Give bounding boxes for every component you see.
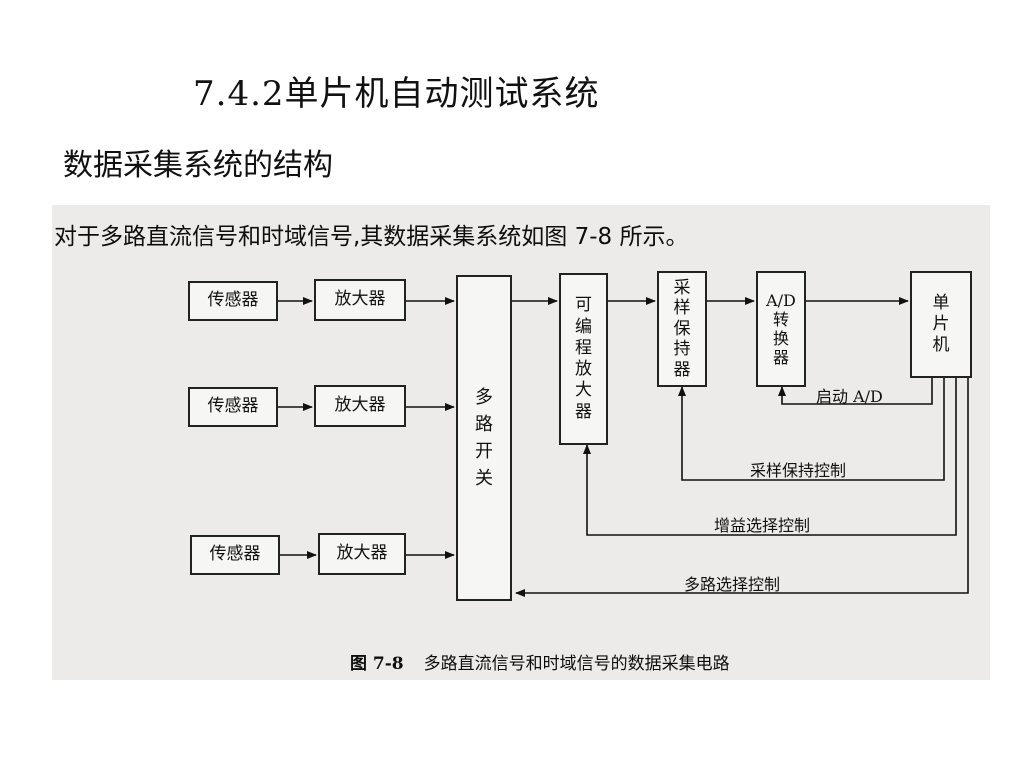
- slide-subtitle: 数据采集系统的结构: [63, 148, 333, 183]
- connection-lines: [278, 297, 969, 597]
- amplifier-2-block: 放大器: [314, 385, 406, 427]
- mcu-block: 单片机: [910, 271, 972, 378]
- amplifier-3-label: 放大器: [336, 543, 388, 564]
- amplifier-1-block: 放大器: [314, 279, 406, 321]
- sensor-3-block: 传感器: [190, 535, 280, 575]
- sample-hold-control-label: 采样保持控制: [750, 461, 847, 480]
- sensor-2-block: 传感器: [188, 387, 278, 427]
- pga-label: 可编程放大器: [575, 295, 592, 422]
- amplifier-2-label: 放大器: [334, 395, 386, 416]
- start-ad-label: 启动 A/D: [816, 387, 883, 406]
- gain-select-control-label: 增益选择控制: [714, 516, 811, 535]
- line-sample-hold-control: [678, 378, 945, 481]
- intro-text: 对于多路直流信号和时域信号,其数据采集系统如图 7-8 所示。: [54, 224, 689, 250]
- caption-number: 图 7-8: [350, 654, 404, 674]
- mcu-label: 单片机: [932, 292, 950, 356]
- sensor-1-block: 传感器: [188, 281, 278, 321]
- amplifier-3-block: 放大器: [318, 533, 406, 575]
- slide-title: 7.4.2单片机自动测试系统: [193, 74, 600, 114]
- scanned-figure: 对于多路直流信号和时域信号,其数据采集系统如图 7-8 所示。 传感器 传感器 …: [52, 205, 990, 680]
- sensor-1-label: 传感器: [207, 290, 259, 311]
- line-start-ad: [778, 378, 933, 405]
- figure-caption: 图 7-8 多路直流信号和时域信号的数据采集电路: [350, 649, 730, 674]
- sensor-3-label: 传感器: [209, 544, 261, 565]
- caption-text: 多路直流信号和时域信号的数据采集电路: [423, 654, 730, 674]
- sensor-2-label: 传感器: [207, 396, 259, 417]
- line-mux-select-control: [515, 378, 969, 597]
- mux-select-control-label: 多路选择控制: [684, 575, 781, 594]
- sample-hold-label: 采样保持器: [673, 278, 691, 380]
- line-gain-select-control: [583, 378, 957, 536]
- multiplexer-label: 多路开关: [475, 387, 493, 489]
- amplifier-1-label: 放大器: [334, 289, 386, 310]
- pga-block: 可编程放大器: [559, 273, 608, 445]
- sample-hold-block: 采样保持器: [657, 271, 707, 387]
- multiplexer-block: 多路开关: [456, 275, 512, 601]
